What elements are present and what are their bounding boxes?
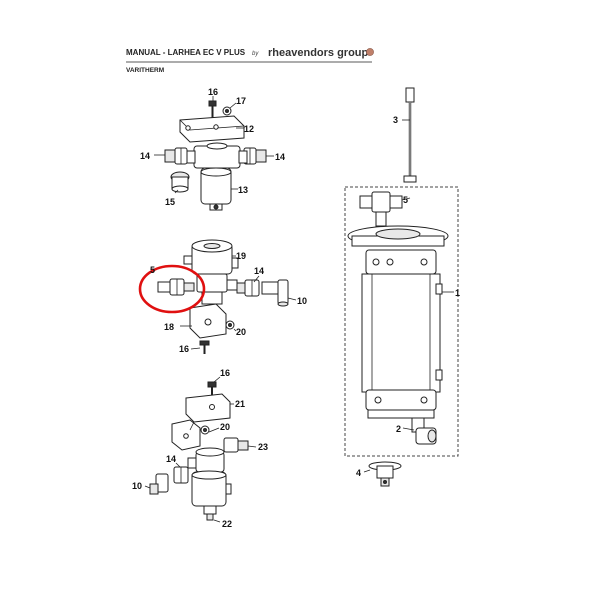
boiler-top-cap <box>347 225 449 247</box>
callout-15: 15 <box>165 197 175 207</box>
sensor-4 <box>368 461 402 487</box>
valve-body-middle <box>196 273 238 305</box>
callout-numbers: 16 17 12 14 14 13 15 19 14 5 10 18 20 16… <box>132 87 460 529</box>
fitting-14-bottom <box>173 466 189 484</box>
callout-20-bottom: 20 <box>220 422 230 432</box>
header: MANUAL - LARHEA EC V PLUS by rheavendors… <box>126 47 374 74</box>
solenoid-coil-13 <box>200 167 232 211</box>
callout-14-bottom: 14 <box>166 454 176 464</box>
elbow-fitting-10-bottom <box>149 473 169 495</box>
clamp-top <box>365 249 437 275</box>
valve-body-top <box>186 142 248 169</box>
callout-2: 2 <box>396 424 401 434</box>
callout-18: 18 <box>164 322 174 332</box>
callout-10-middle: 10 <box>297 296 307 306</box>
callout-22: 22 <box>222 519 232 529</box>
tee-fitting-5 <box>359 191 403 227</box>
callout-14-top-right: 14 <box>275 152 285 162</box>
manual-title: MANUAL - LARHEA EC V PLUS <box>126 48 246 57</box>
valve-body-bottom <box>187 447 225 473</box>
fitting-14-left <box>164 147 188 165</box>
callout-4: 4 <box>356 468 361 478</box>
callout-16-top: 16 <box>208 87 218 97</box>
solenoid-coil-19 <box>183 239 239 275</box>
elbow-fitting-2 <box>411 417 437 445</box>
bottom-valve-assembly <box>149 381 249 521</box>
callout-1: 1 <box>455 288 460 298</box>
boiler-cylinder-1 <box>361 273 443 393</box>
callout-21: 21 <box>235 399 245 409</box>
heater-assembly <box>344 87 459 487</box>
highlight-ring <box>138 264 206 314</box>
bracket-21 <box>171 393 231 451</box>
leader-lines <box>144 96 454 523</box>
section-subtitle: VARITHERM <box>126 67 164 74</box>
brand-name: rheavendors group <box>268 47 369 59</box>
bracket-12 <box>179 115 245 143</box>
bracket-18 <box>189 303 227 339</box>
by-label: by <box>252 51 259 57</box>
callout-16-bottom: 16 <box>220 368 230 378</box>
callout-14-top-left: 14 <box>140 151 150 161</box>
fitting-14-middle <box>236 279 260 297</box>
fitting-23 <box>223 437 249 453</box>
top-valve-assembly <box>164 100 267 211</box>
callout-17: 17 <box>236 96 246 106</box>
callout-20-middle: 20 <box>236 327 246 337</box>
solenoid-coil-22 <box>191 470 232 521</box>
callout-5-highlighted: 5 <box>150 265 155 275</box>
callout-5-right: 5 <box>403 195 408 205</box>
fitting-5-highlighted <box>157 278 195 296</box>
callout-12: 12 <box>244 124 254 134</box>
callout-19: 19 <box>236 251 246 261</box>
callout-23: 23 <box>258 442 268 452</box>
callout-3: 3 <box>393 115 398 125</box>
brand-logo-dot-icon <box>366 48 374 56</box>
clamp-bottom <box>365 389 437 419</box>
screw-16-middle <box>199 340 210 354</box>
callout-16-middle: 16 <box>179 344 189 354</box>
middle-valve-assembly <box>138 239 289 354</box>
assembly-boundary <box>344 186 459 457</box>
callout-10-bottom: 10 <box>132 481 142 491</box>
probe-3 <box>403 87 417 183</box>
callout-13: 13 <box>238 185 248 195</box>
elbow-fitting-10-middle <box>261 279 289 307</box>
callout-14-middle: 14 <box>254 266 264 276</box>
plug-15 <box>170 171 190 193</box>
